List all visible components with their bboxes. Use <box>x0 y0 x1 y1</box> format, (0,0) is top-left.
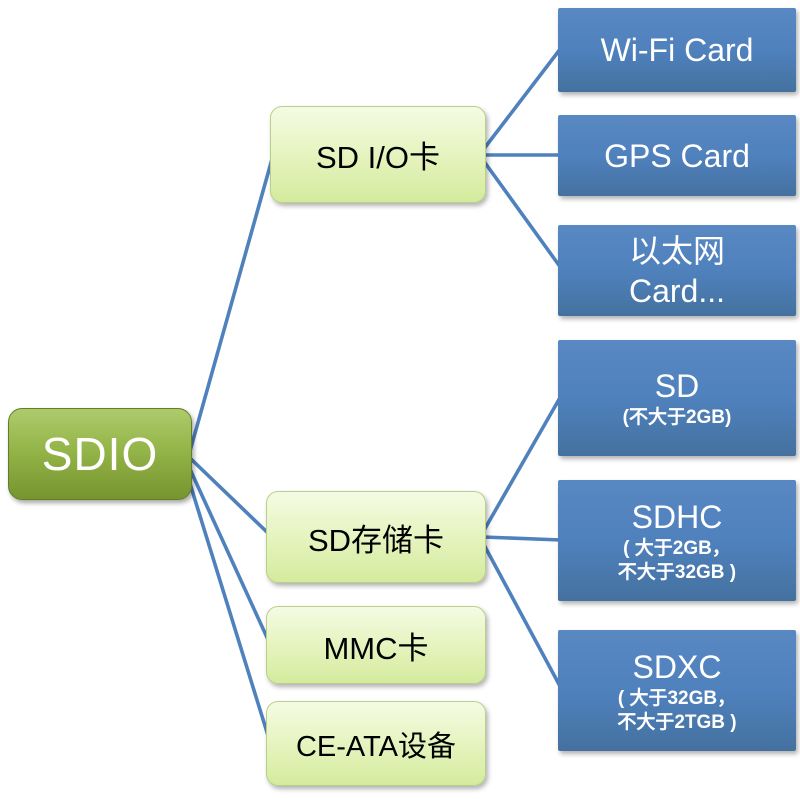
connector-root-to-mmc <box>187 465 272 646</box>
branch-node-sd-io-card: SD I/O卡 <box>270 106 486 203</box>
branch-node-mmc-card: MMC卡 <box>266 606 486 684</box>
leaf-node-sdxc: SDXC ( 大于32GB， 不大于2TGB ) <box>558 630 796 751</box>
leaf-node-sd: SD (不大于2GB) <box>558 340 796 456</box>
leaf-capacity-note-line2: 不大于2TGB ) <box>617 711 737 733</box>
leaf-label-line2: Card... <box>628 272 726 309</box>
leaf-node-gps-card: GPS Card <box>558 115 796 196</box>
connector-sdmem-to-sdhc <box>481 535 563 542</box>
connector-sdio-to-wifi <box>481 46 563 152</box>
root-node-label: SDIO <box>41 428 159 480</box>
branch-label: SD存储卡 <box>307 522 445 558</box>
leaf-label-line1: 以太网 <box>628 232 725 269</box>
leaf-capacity-note: (不大于2GB) <box>622 407 732 429</box>
leaf-capacity-note-line2: 不大于32GB ) <box>617 561 737 583</box>
connector-sdmem-to-sd <box>481 394 563 534</box>
leaf-label: GPS Card <box>604 137 750 174</box>
connector-root-to-ce-ata <box>185 472 272 744</box>
leaf-capacity-note-line1: ( 大于2GB， <box>623 537 731 559</box>
connector-root-to-sd-memory <box>189 457 272 537</box>
leaf-title: SD <box>654 368 700 405</box>
leaf-title: SDHC <box>631 498 723 535</box>
leaf-label: Wi-Fi Card <box>600 32 754 68</box>
leaf-node-sdhc: SDHC ( 大于2GB， 不大于32GB ) <box>558 480 796 601</box>
branch-label: CE-ATA设备 <box>295 730 457 763</box>
leaf-capacity-note-line1: ( 大于32GB， <box>617 687 737 709</box>
branch-label: MMC卡 <box>323 630 429 666</box>
connector-sdmem-to-sdxc <box>481 541 563 690</box>
leaf-node-wifi-card: Wi-Fi Card <box>558 8 796 92</box>
root-node-sdio: SDIO <box>8 408 192 500</box>
branch-label: SD I/O卡 <box>315 140 440 175</box>
connector-sdio-to-ethernet <box>481 158 563 270</box>
connector-root-to-sdio-card <box>188 150 276 453</box>
branch-node-ce-ata-device: CE-ATA设备 <box>266 701 486 786</box>
leaf-title: SDXC <box>632 648 722 685</box>
leaf-node-ethernet-card: 以太网 Card... <box>558 225 796 316</box>
branch-node-sd-memory-card: SD存储卡 <box>266 491 486 583</box>
